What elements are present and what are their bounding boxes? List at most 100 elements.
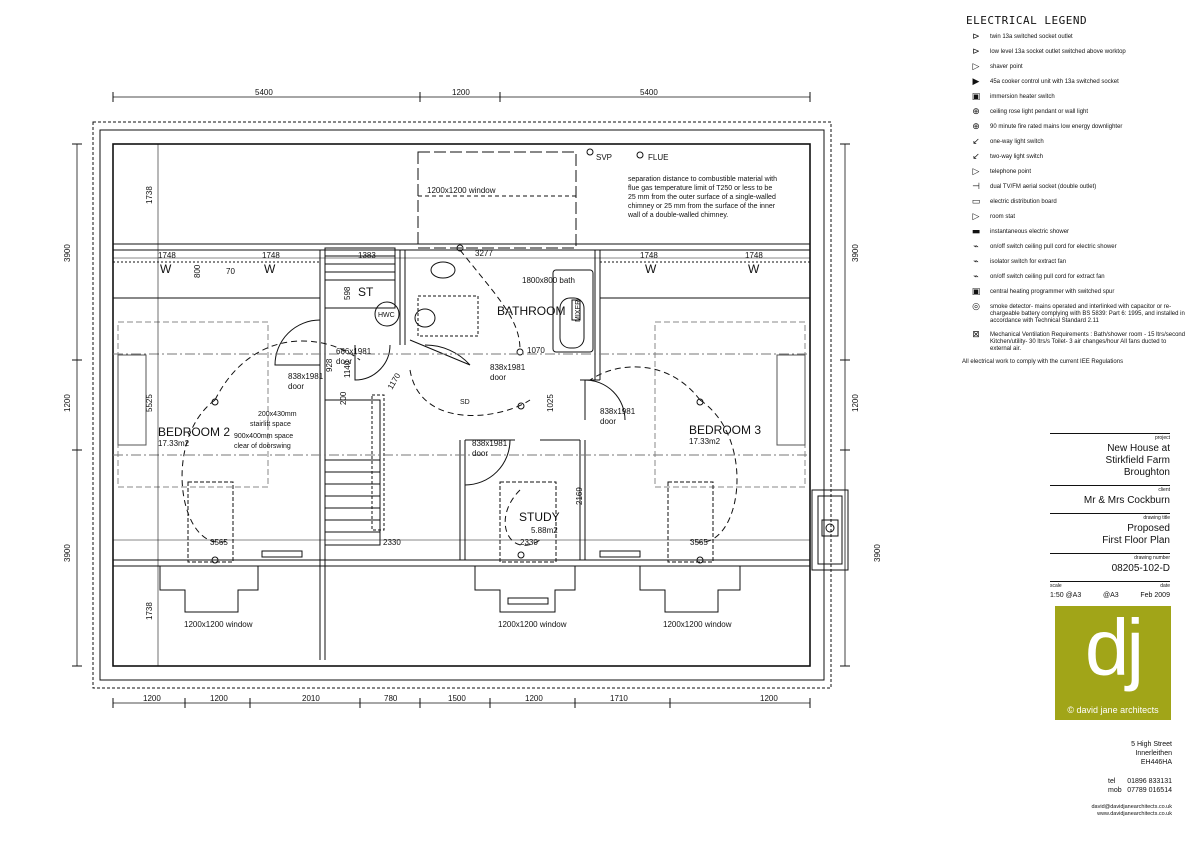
door-swing-bed2	[274, 319, 321, 366]
practice-web: david@davidjanearchitects.co.uk www.davi…	[1040, 804, 1173, 818]
dim-stair: 1383	[358, 251, 376, 260]
legend-footer: All electrical work to comply with the c…	[962, 359, 1124, 365]
drawing-title-line-1: Proposed	[1127, 523, 1170, 534]
door-swing-store	[354, 344, 391, 381]
tv-aerial-icon: ⊣	[972, 182, 980, 192]
address-line-2: Innerleithen	[1135, 750, 1172, 757]
drawing-title: Proposed First Floor Plan	[1050, 523, 1170, 547]
legend-item: ▶45a cooker control unit with 13a switch…	[962, 78, 1187, 87]
window-label-bl: 1200x1200 window	[184, 620, 253, 629]
dim-928: 928	[325, 358, 334, 372]
email-link[interactable]: david@davidjanearchitects.co.uk	[1091, 804, 1173, 810]
chimney-stack	[811, 489, 849, 571]
dim-right-1: 3900	[851, 244, 860, 262]
flue-note-5: wall of a double-walled chimney.	[627, 212, 728, 219]
legend-item: ⌁isolator switch for extract fan	[962, 258, 1187, 267]
project-line-3: Broughton	[1123, 467, 1170, 478]
project-line-1: New House at	[1107, 443, 1170, 454]
dim-bottom-8: 1200	[760, 694, 778, 703]
tel-label: tel	[1108, 778, 1116, 785]
legend-item-label: telephone point	[990, 169, 1032, 175]
legend-item: ⌁on/off switch ceiling pull cord for ext…	[962, 273, 1187, 282]
shower-tray	[417, 295, 479, 337]
number-caption: drawing number	[1050, 553, 1170, 561]
address-line-3: EH446HA	[1140, 759, 1172, 766]
drawing-number: 08205-102-D	[1111, 563, 1170, 574]
door-swing-bath	[409, 339, 471, 366]
dim-598: 598	[343, 286, 352, 300]
flue-area	[417, 151, 577, 249]
flue-note-4: chimney or 25 mm from the surface of the…	[628, 203, 776, 210]
legend-item-label: 90 minute fire rated mains low energy do…	[990, 124, 1123, 130]
dim-2330-left: 2330	[383, 538, 401, 547]
legend-item-label: electric distribution board	[990, 199, 1057, 205]
dim-bath-width: 3277	[475, 249, 493, 258]
flue-icon	[636, 151, 644, 159]
stairlift-note-3: 900x400mm space	[234, 433, 293, 440]
heating-programmer-icon: ▣	[971, 287, 981, 297]
dim-2330-right: 2330	[520, 538, 538, 547]
legend-item: ▣immersion heater switch	[962, 93, 1187, 102]
legend-item-label: immersion heater switch	[990, 94, 1055, 100]
legend-item-label: ceiling rose light pendant or wall light	[990, 109, 1089, 115]
area-bedroom-2: 17.33m2	[158, 439, 190, 448]
dormer-window-right	[639, 566, 741, 613]
dim-bottom-4: 780	[384, 694, 398, 703]
legend-item-label: on/off switch ceiling pull cord for elec…	[990, 244, 1117, 250]
dim-bottom-1: 1200	[143, 694, 161, 703]
room-bedroom-2: BEDROOM 2	[158, 425, 230, 439]
floor-plan-drawing: 5400 1200 5400 1200 1200 2010 780 1500 1…	[63, 88, 882, 708]
downlighter-icon: ⊕	[972, 122, 980, 132]
twin-socket-icon: ⊳	[972, 32, 980, 42]
door-word-bed2: door	[288, 382, 304, 391]
room-store: ST	[358, 285, 374, 299]
ceiling-rose-icon: ⊕	[972, 107, 980, 117]
basin-icon	[414, 308, 436, 328]
shaver-point-icon: ▷	[972, 62, 980, 72]
legend-item: ▣ central heating programmer with switche…	[962, 288, 1187, 297]
dim-3565-left: 3565	[210, 538, 228, 547]
legend-title: ELECTRICAL LEGEND	[966, 14, 1088, 27]
door-size-bath: 838x1981	[490, 363, 526, 372]
legend-item-label: dual TV/FM aerial socket (double outlet)	[990, 184, 1097, 190]
legend-item-label: smoke detector- mains operated and inter…	[990, 304, 1185, 324]
legend-item-label: 45a cooker control unit with 13a switche…	[990, 79, 1119, 85]
bath-mixer	[571, 299, 581, 321]
project-line-2: Stirkfield Farm	[1105, 455, 1170, 466]
legend-item: ⊕ 90 minute fire rated mains low energy d…	[962, 123, 1187, 132]
dim-left-inner-2: 5525	[145, 394, 154, 412]
legend-item: ⊠Mechanical Ventilation Requirements : B…	[962, 331, 1187, 353]
door-word-bed3: door	[600, 417, 616, 426]
wardrobe-4: W	[748, 262, 760, 276]
legend-item-label: central heating programmer with switched…	[990, 289, 1115, 295]
window-label-bm: 1200x1200 window	[498, 620, 567, 629]
door-size-bed3: 838x1981	[600, 407, 636, 416]
inner-wall	[112, 143, 811, 667]
dim-wardrobe-2: 1748	[262, 251, 280, 260]
website-link[interactable]: www.davidjanearchitects.co.uk	[1097, 811, 1172, 817]
dim-wardrobe-3: 1748	[640, 251, 658, 260]
dim-bottom-5: 1500	[448, 694, 466, 703]
legend-item: ⌁on/off switch ceiling pull cord for ele…	[962, 243, 1187, 252]
wardrobe-2: W	[264, 262, 276, 276]
area-bedroom-3: 17.33m2	[689, 437, 721, 446]
dim-2169: 2169	[575, 487, 584, 505]
dim-left-3: 3900	[63, 544, 72, 562]
sheet-size: @A3	[1102, 592, 1119, 599]
outer-wall	[99, 129, 825, 681]
door-word-store: door	[336, 357, 352, 366]
two-way-switch-icon: ↙	[972, 152, 980, 162]
practice-name: © david jane architects	[1067, 705, 1159, 715]
mob-label: mob	[1108, 787, 1122, 794]
legend-item-label: Mechanical Ventilation Requirements : Ba…	[990, 332, 1186, 352]
dormer-window-mid	[474, 566, 576, 613]
legend-item: ⊳low level 13a socket outlet switched ab…	[962, 48, 1187, 57]
area-study: 5.88m2	[531, 526, 558, 535]
wardrobe-3: W	[645, 262, 657, 276]
electric-shower-icon: ▬	[971, 227, 981, 237]
door-swing-bed3	[584, 379, 626, 421]
legend-item: ⊣ dual TV/FM aerial socket (double outlet…	[962, 183, 1187, 192]
telephone-point-icon: ▷	[972, 167, 980, 177]
distribution-board-icon: ▭	[971, 197, 981, 207]
